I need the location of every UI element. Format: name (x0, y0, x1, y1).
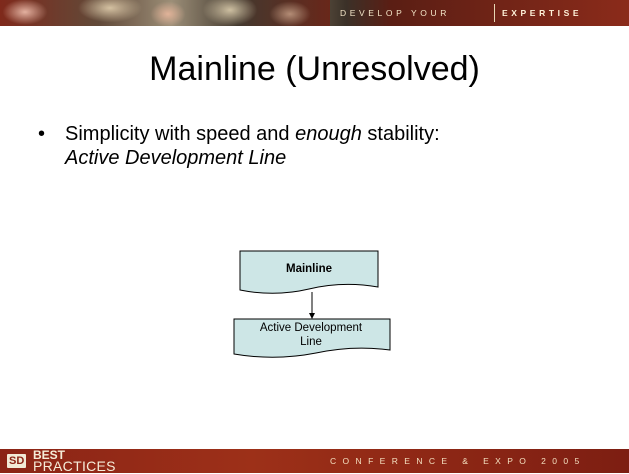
node-active-label-line2: Line (300, 336, 322, 348)
bullet-dot-icon: • (38, 123, 46, 145)
logo-sd-badge: SD (7, 454, 27, 468)
header-banner: DEVELOP YOUR EXPERTISE (0, 0, 629, 26)
bullet-text-emphasis: enough (295, 123, 362, 145)
logo-best-text: BEST (33, 448, 66, 462)
footer-bar: SD BEST PRACTICES CONFERENCE & EXPO 2005 (0, 449, 629, 473)
slide-title: Mainline (Unresolved) (149, 50, 480, 88)
banner-photo (0, 0, 330, 26)
tagline-develop-your: DEVELOP YOUR (340, 8, 450, 18)
logo-practices-text: PRACTICES (33, 458, 116, 474)
tagline-divider (494, 4, 495, 22)
conference-expo-text: CONFERENCE & EXPO 2005 (330, 456, 586, 466)
connector-arrowhead (309, 313, 315, 319)
bullet-text: Simplicity with speed and enough stabili… (65, 122, 585, 170)
node-mainline-shape (239, 250, 379, 294)
bullet-text-line2: Active Development Line (65, 147, 287, 169)
bullet-text-start: Simplicity with speed and (65, 123, 296, 145)
diagram-canvas (233, 250, 391, 358)
tagline-expertise: EXPERTISE (502, 8, 583, 18)
node-mainline-label: Mainline (285, 263, 332, 275)
bullet-text-end: stability: (361, 123, 440, 145)
node-active-shape (233, 318, 391, 358)
mainline-diagram: Mainline Active Development Line (230, 250, 391, 370)
node-active-label: Active Development Line (234, 321, 388, 349)
node-active-label-line1: Active Development (259, 322, 363, 334)
